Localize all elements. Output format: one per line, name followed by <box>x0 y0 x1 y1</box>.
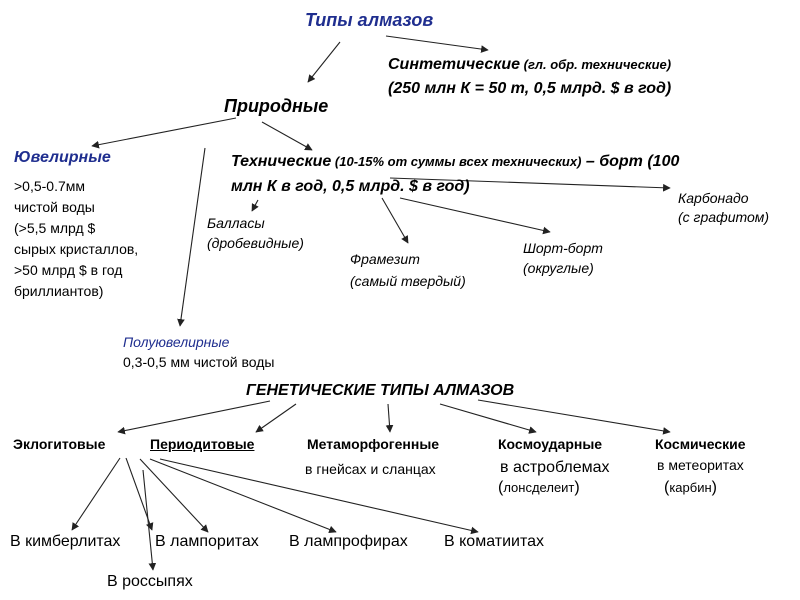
carbonado-line1: Карбонадо <box>678 190 749 206</box>
genetic-metamorphic-note: в гнейсах и сланцах <box>305 461 436 477</box>
technical-note: (10-15% от суммы всех технических) <box>331 154 582 169</box>
arrow-peridotite-to-lamproites <box>139 458 209 533</box>
jewelry-line: (>5,5 млрд $ <box>14 220 96 236</box>
jewelry-line: >50 млрд $ в год <box>14 262 123 278</box>
arrow-technical-to-shortbort <box>399 197 551 235</box>
carbonado-node: Карбонадо (с графитом) <box>678 189 769 227</box>
arrow-natural-to-technical <box>261 121 313 151</box>
genetic-cosmic-note: в метеоритах <box>657 457 744 473</box>
ballas-node: Балласы (дробевидные) <box>207 213 304 253</box>
semijewel-label: Полуювелирные <box>123 334 230 350</box>
natural-node: Природные <box>224 96 329 116</box>
ballas-line2: (дробевидные) <box>207 235 304 251</box>
shortbort-line2: (округлые) <box>523 260 594 276</box>
arrow-genetic-to-peridotite <box>255 403 297 433</box>
arrow-natural-to-semijewel <box>177 147 206 327</box>
synthetic-node: Синтетические (гл. обр. технические) <box>388 57 671 73</box>
arrow-natural-to-jewelry <box>91 117 237 149</box>
genetic-eclogite: Эклогитовые <box>13 436 106 452</box>
arrow-genetic-to-eclogite <box>117 400 271 435</box>
jewelry-line: бриллиантов) <box>14 283 104 299</box>
arrow-title-to-natural <box>307 41 341 83</box>
synthetic-line2: (250 млн К = 50 т, 0,5 млрд. $ в год) <box>388 80 672 97</box>
framesite-line2: (самый твердый) <box>350 273 466 289</box>
technical-tail: – борт (100 <box>581 153 680 170</box>
jewelry-line: чистой воды <box>14 199 95 215</box>
genetic-cosmoimpact: Космоударные <box>498 436 603 452</box>
paren-open: ( <box>664 479 670 496</box>
technical-line2: млн К в год, 0,5 млрд. $ в год) <box>231 178 470 195</box>
arrow-peridotite-to-lamprophyres <box>149 458 337 534</box>
ballas-line1: Балласы <box>207 215 265 231</box>
genetic-peridotite: Периодитовые <box>150 436 255 452</box>
cosmic-mineral-text: карбин <box>669 480 712 495</box>
shortbort-node: Шорт-борт (округлые) <box>523 238 603 278</box>
synthetic-note: (гл. обр. технические) <box>520 57 672 72</box>
arrow-technical-to-carbonado <box>389 177 671 192</box>
arrow-technical-to-framesite <box>381 197 409 244</box>
framesite-node: Фрамезит (самый твердый) <box>350 248 466 292</box>
jewelry-line: сырых кристаллов, <box>14 241 139 257</box>
arrow-technical-to-ballas <box>251 199 259 212</box>
arrow-peridotite-to-komatiites <box>159 458 479 535</box>
arrow-genetic-to-metamorphic <box>385 403 394 433</box>
genetic-cosmoimpact-mineral: (лонсделеит) <box>498 480 580 496</box>
genetic-cosmoimpact-note: в астроблемах <box>500 459 610 476</box>
jewelry-line: >0,5-0.7мм <box>14 178 86 194</box>
paren-close: ) <box>574 479 580 496</box>
arrow-genetic-to-cosmoimpact <box>439 403 537 434</box>
genetic-title: ГЕНЕТИЧЕСКИЕ ТИПЫ АЛМАЗОВ <box>246 382 515 399</box>
host-placers: В россыпях <box>107 573 193 590</box>
semijewel-line2: 0,3-0,5 мм чистой воды <box>123 354 275 370</box>
arrow-title-to-synthetic <box>385 35 489 53</box>
carbonado-line2: (с графитом) <box>678 209 770 225</box>
synthetic-label: Синтетические <box>388 56 521 73</box>
arrow-genetic-to-cosmic <box>477 399 671 435</box>
cosmoimpact-mineral-text: лонсделеит <box>503 480 575 495</box>
host-lamproites: В лампоритах <box>155 533 259 550</box>
technical-label: Технические <box>231 153 332 170</box>
genetic-cosmic-mineral: (карбин) <box>664 480 717 496</box>
paren-close: ) <box>711 479 717 496</box>
jewelry-label: Ювелирные <box>14 149 111 166</box>
arrow-eclogite-to-placers <box>142 469 157 571</box>
genetic-metamorphic: Метаморфогенные <box>307 436 440 452</box>
technical-node: Технические (10-15% от суммы всех технич… <box>231 154 679 170</box>
jewelry-details: >0,5-0.7мм чистой воды (>5,5 млрд $ сыры… <box>14 176 138 302</box>
genetic-cosmic: Космические <box>655 436 746 452</box>
paren-open: ( <box>498 479 504 496</box>
host-komatiites: В коматиитах <box>444 533 544 550</box>
shortbort-line1: Шорт-борт <box>523 240 603 256</box>
arrow-eclogite-to-kimberlites <box>71 457 121 531</box>
host-lamprophyres: В лампрофирах <box>289 533 408 550</box>
diagram-title: Типы алмазов <box>305 10 434 30</box>
host-kimberlites: В кимберлитах <box>10 533 121 550</box>
framesite-line1: Фрамезит <box>350 251 420 267</box>
